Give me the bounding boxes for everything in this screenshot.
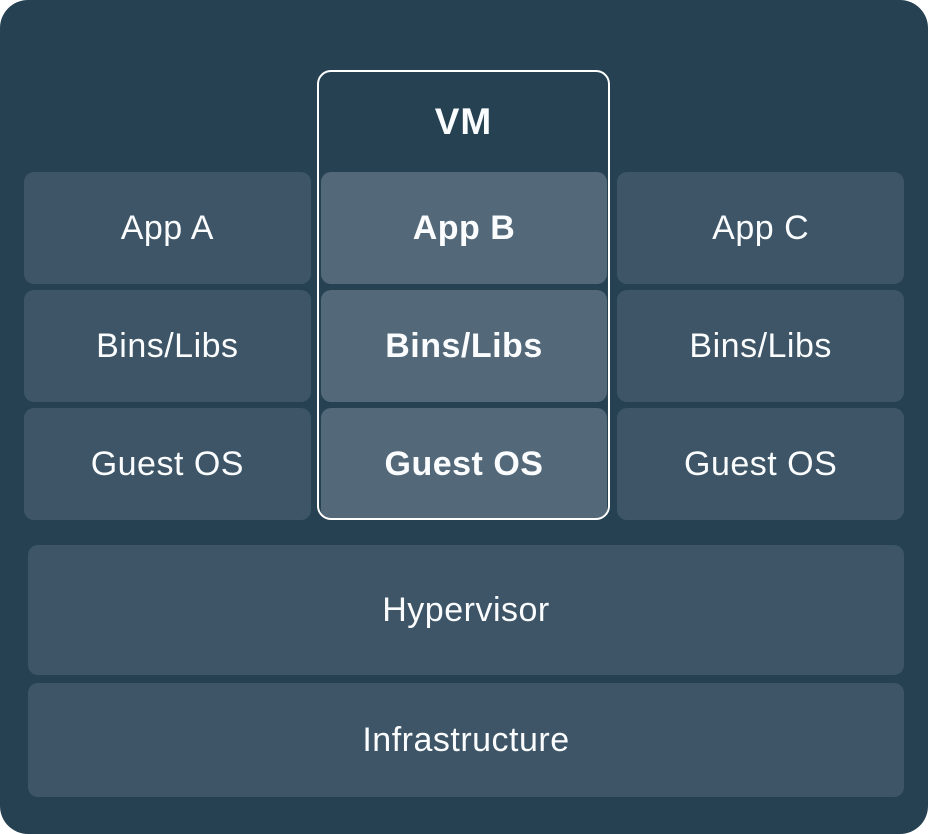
box-bins-libs-vm: Bins/Libs <box>320 290 608 402</box>
box-guest-os-vm: Guest OS <box>320 408 608 520</box>
box-app-b: App B <box>320 172 608 284</box>
vm-label: VM <box>434 101 493 142</box>
box-app-c: App C <box>617 172 904 284</box>
hypervisor-bar: Hypervisor <box>28 545 904 675</box>
box-bins-libs-right: Bins/Libs <box>617 290 904 402</box>
box-bins-libs-left: Bins/Libs <box>24 290 311 402</box>
box-guest-os-right: Guest OS <box>617 408 904 520</box>
stack-grid: App A App B App C Bins/Libs Bins/Libs Bi… <box>24 172 904 520</box>
infrastructure-bar: Infrastructure <box>28 683 904 797</box>
box-app-a: App A <box>24 172 311 284</box>
box-guest-os-left: Guest OS <box>24 408 311 520</box>
